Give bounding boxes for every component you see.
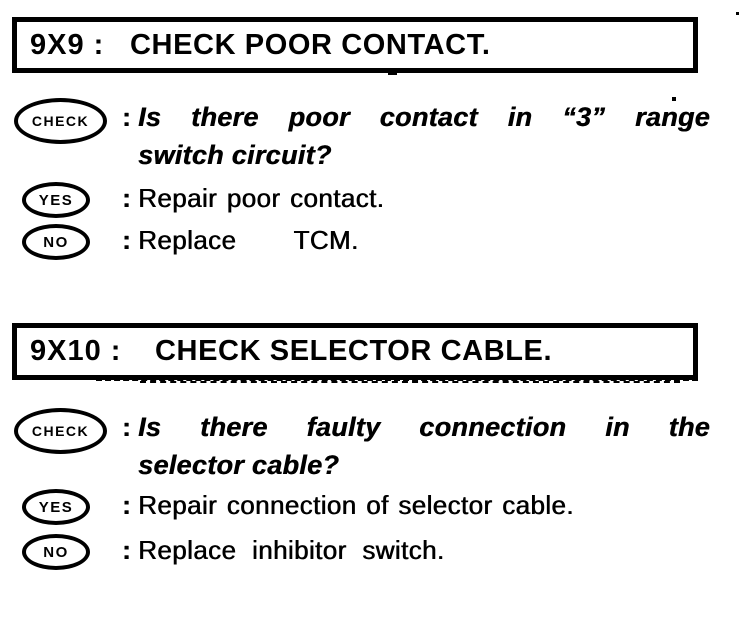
question-line-2: selector cable? (138, 450, 340, 480)
colon-separator: : (122, 412, 131, 442)
check-row: CHECK : Is there faulty connection in th… (0, 408, 740, 484)
check-question: Is there poor contact in “3” range switc… (138, 98, 710, 174)
no-instruction: Replace inhibitor switch. (138, 535, 445, 565)
badge-cell: CHECK (0, 408, 122, 454)
scan-artifact-dashes (140, 381, 680, 383)
step-title: CHECK SELECTOR CABLE. (155, 335, 553, 367)
colon-separator: : (122, 490, 131, 520)
question-line-1: Is there poor contact in “3” range (138, 102, 710, 132)
step-heading-box-9x9: 9X9 : CHECK POOR CONTACT. (12, 17, 698, 73)
check-question: Is there faulty connection in the select… (138, 408, 710, 484)
scan-artifact-dashes (96, 378, 698, 381)
no-instruction: Replace TCM. (138, 225, 359, 255)
yes-instruction: Repair connection of selector cable. (138, 490, 574, 520)
step-code: 9X9 : (30, 28, 105, 61)
yes-row: YES : Repair connection of selector cabl… (0, 487, 740, 525)
no-badge-icon: NO (22, 224, 90, 260)
yes-badge-icon: YES (22, 489, 90, 525)
step-heading-box-9x10: 9X10 : CHECK SELECTOR CABLE. (12, 323, 698, 380)
colon-separator: : (122, 183, 131, 213)
question-line-1: Is there faulty connection in the (138, 412, 710, 442)
scan-speck (388, 71, 397, 75)
colon-separator: : (122, 535, 131, 565)
badge-cell: YES (0, 180, 122, 218)
badge-cell: CHECK (0, 98, 122, 144)
step-title: CHECK POOR CONTACT. (130, 28, 491, 61)
yes-badge-icon: YES (22, 182, 90, 218)
colon-separator: : (122, 102, 131, 132)
colon-separator: : (122, 225, 131, 255)
no-row: NO : Replace TCM. (0, 222, 740, 260)
check-badge-icon: CHECK (14, 98, 107, 144)
no-row: NO : Replace inhibitor switch. (0, 532, 740, 570)
yes-instruction: Repair poor contact. (138, 183, 385, 213)
badge-cell: YES (0, 487, 122, 525)
scan-speck (736, 12, 739, 15)
check-badge-icon: CHECK (14, 408, 107, 454)
step-code: 9X10 : (30, 335, 122, 367)
badge-cell: NO (0, 532, 122, 570)
badge-cell: NO (0, 222, 122, 260)
scan-speck (672, 97, 676, 101)
no-badge-icon: NO (22, 534, 90, 570)
yes-row: YES : Repair poor contact. (0, 180, 740, 218)
check-row: CHECK : Is there poor contact in “3” ran… (0, 98, 740, 174)
question-line-2: switch circuit? (138, 140, 332, 170)
